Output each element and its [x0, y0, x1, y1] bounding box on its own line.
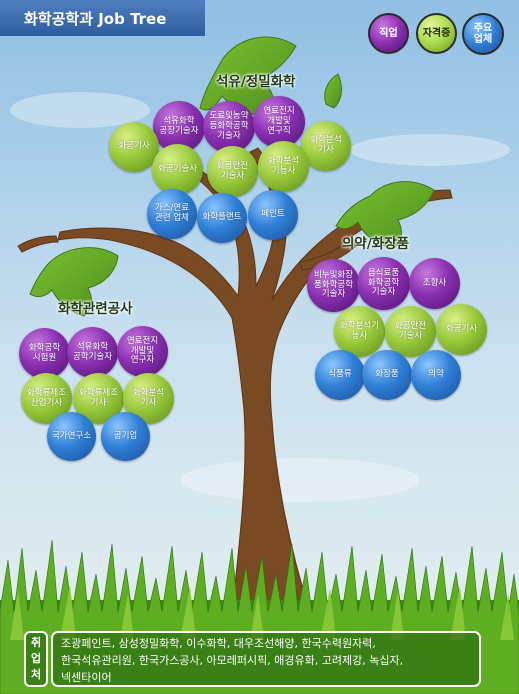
- company-ball: 화장품: [362, 350, 412, 400]
- license-ball: 화공안전 기술사: [385, 306, 436, 357]
- company-ball: 페인트: [248, 190, 298, 240]
- cloud: [180, 458, 420, 502]
- employment-company-list: 조광페인트, 삼성정밀화학, 이수화학, 대우조선해양, 한국수력원자력, 한국…: [51, 631, 481, 687]
- job-ball: 도료및농약 등화학공학 기술자: [203, 101, 255, 153]
- job-ball: 음식료품 화학공학 기술자: [357, 257, 410, 310]
- company-ball: 공기업: [101, 412, 150, 461]
- job-ball: 석유화학 공학기술자: [67, 327, 118, 378]
- employment-tag-char: 업: [30, 652, 42, 665]
- employment-tag: 취 업 처: [24, 631, 48, 687]
- legend-company: 주요 업체: [462, 13, 504, 55]
- company-list-line: 넥센타이어: [61, 671, 112, 684]
- legend-job: 직업: [368, 13, 409, 54]
- cloud: [10, 92, 150, 128]
- branch-label-public-corporation: 화학관련공사: [58, 301, 133, 317]
- job-ball: 비누및화장 품화학공학 기술자: [307, 259, 360, 312]
- job-ball: 조향사: [409, 258, 460, 309]
- license-ball: 화학분석 기사: [301, 121, 351, 171]
- company-list-line: 한국석유관리원, 한국가스공사, 아모레퍼시픽, 애경유화, 고려제강, 녹십자…: [61, 654, 404, 667]
- tree-trunk: [17, 147, 453, 613]
- branch-label-petrochemical: 석유/정밀화학: [216, 74, 296, 90]
- license-ball: 화학분석 기사: [123, 373, 174, 424]
- legend-license: 자격증: [416, 13, 457, 54]
- job-ball: 연료전지 개발및 연구자: [117, 326, 168, 377]
- license-ball: 화공기술사: [152, 144, 203, 195]
- page-title: 화학공학과 Job Tree: [0, 0, 205, 36]
- license-ball: 화공안전 기술사: [207, 146, 258, 197]
- company-ball: 식품류: [315, 350, 365, 400]
- branch-label-pharma-cosmetics: 의약/화장품: [342, 236, 410, 252]
- cloud: [350, 134, 510, 166]
- license-ball: 화공기사: [109, 122, 159, 172]
- company-ball: 의약: [411, 350, 461, 400]
- employment-tag-char: 취: [30, 636, 42, 649]
- job-ball: 연료전지 개발및 연구직: [253, 96, 305, 148]
- company-ball: 국가연구소: [47, 412, 96, 461]
- company-list-line: 조광페인트, 삼성정밀화학, 이수화학, 대우조선해양, 한국수력원자력,: [61, 637, 376, 650]
- license-ball: 화공기사: [436, 304, 487, 355]
- license-ball: 화학분석기 능사: [334, 306, 385, 357]
- job-ball: 화학공학 시험원: [19, 328, 70, 379]
- company-ball: 가스/연료 관련 업체: [147, 189, 197, 239]
- company-ball: 화학플랜트: [197, 193, 247, 243]
- license-ball: 화학분석 기능사: [258, 141, 309, 192]
- employment-tag-char: 처: [30, 668, 42, 681]
